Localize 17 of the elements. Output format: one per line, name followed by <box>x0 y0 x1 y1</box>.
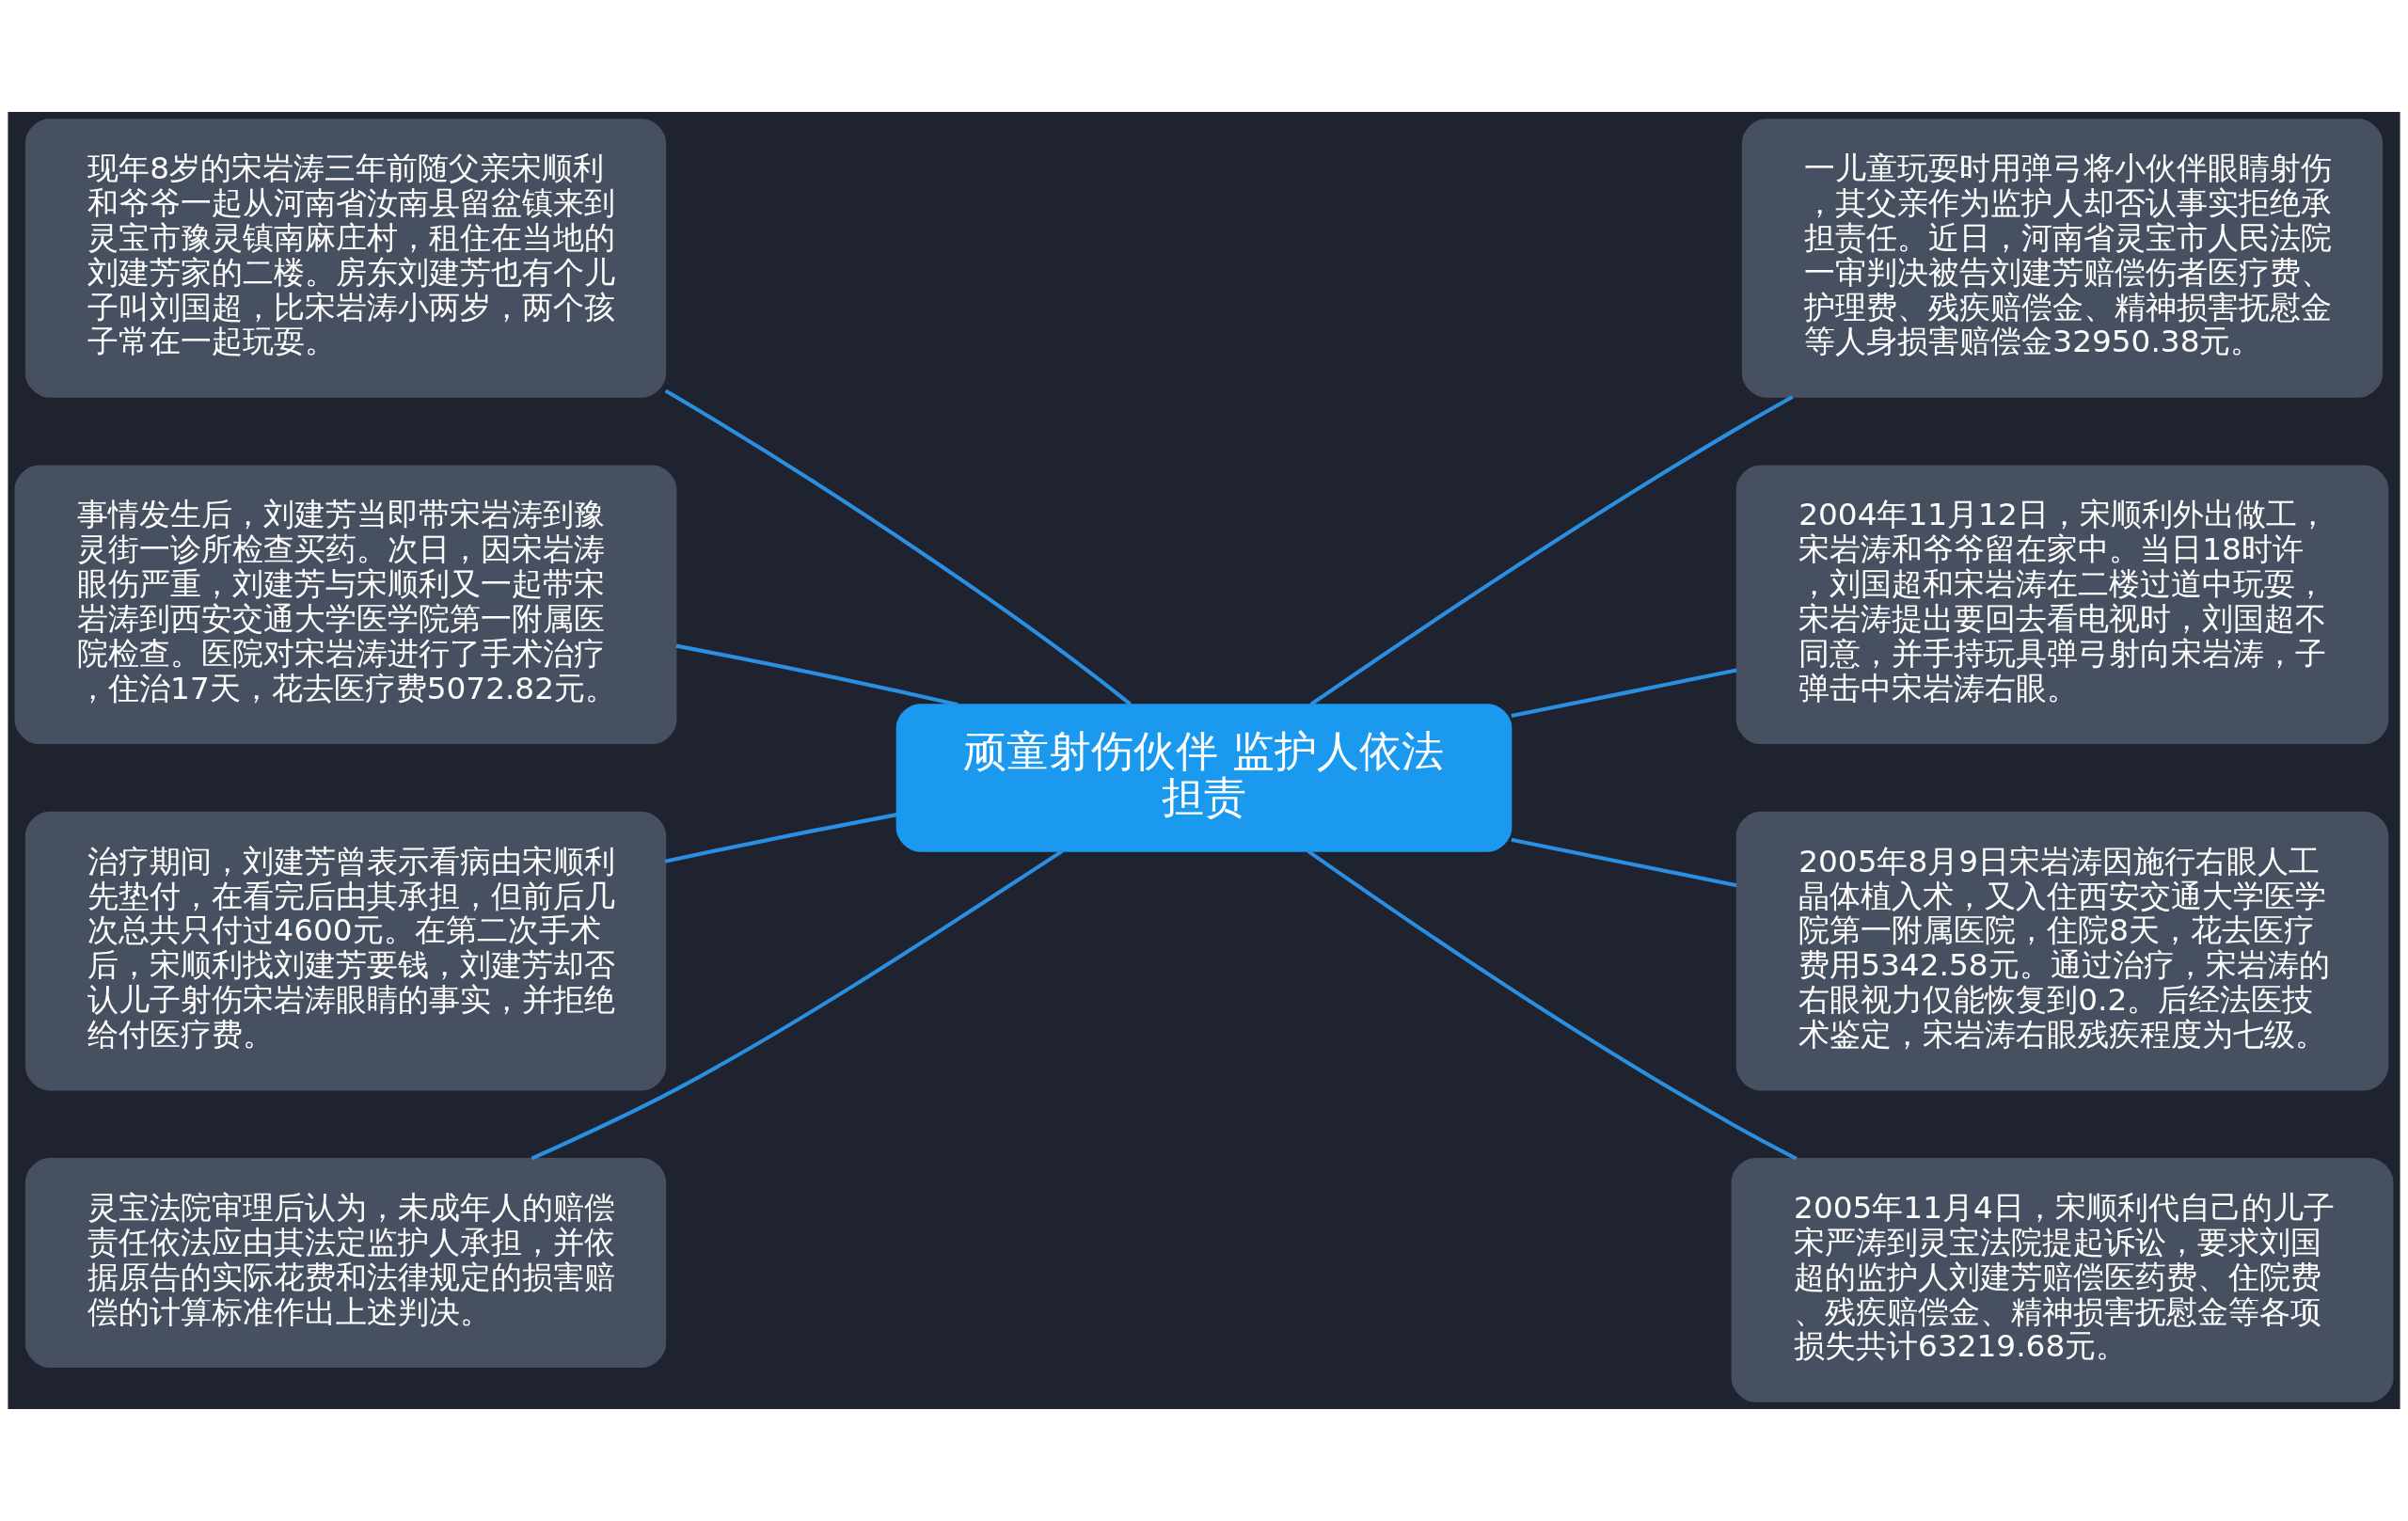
node-box: 2005年8月9日宋岩涛因施行右眼人工晶体植入术，又入住西安交通大学医学院第一附属医院，住院8天，花去医疗费用5342.58元。通过治疗，宋岩涛的右眼视力仅能恢复到0.2。后经法医技术鉴定，宋岩涛右眼残疾程度为七级。 <box>1735 811 2389 1091</box>
connector <box>675 643 958 706</box>
node-box: 治疗期间，刘建芳曾表示看病由宋顺利先垫付，在看完后由其承担，但前后几次总共只付过4600元。在第二次手术后，宋顺利找刘建芳要钱，刘建芳却否认儿子射伤宋岩涛眼睛的事实，并拒绝给付医疗费。 <box>24 811 667 1091</box>
node-box: 2004年11月12日，宋顺利外出做工，宋岩涛和爷爷留在家中。当日18时许，刘国超和宋岩涛在二楼过道中玩耍，宋岩涛提出要回去看电视时，刘国超不同意，并手持玩具弹弓射向宋岩涛，子弹击中宋岩涛右眼。 <box>1735 465 2389 745</box>
connector <box>1511 668 1737 719</box>
connector <box>531 849 1064 1161</box>
connector <box>1511 837 1737 888</box>
node-box: 2005年11月4日，宋顺利代自己的儿子宋严涛到灵宝法院提起诉讼，要求刘国超的监护人刘建芳赔偿医药费、住院费、残疾赔偿金、精神损害抚慰金等各项损失共计63219.68元。 <box>1731 1158 2394 1402</box>
connector <box>1307 849 1798 1161</box>
connector <box>664 813 897 863</box>
node-box: 事情发生后，刘建芳当即带宋岩涛到豫灵街一诊所检查买药。次日，因宋岩涛眼伤严重，刘建芳与宋顺利又一起带宋岩涛到西安交通大学医学院第一附属医院检查。医院对宋岩涛进行了手术治疗，住治17天，花去医疗费5072.82元。 <box>14 465 677 745</box>
connector <box>664 388 1132 706</box>
node-box: 现年8岁的宋岩涛三年前随父亲宋顺利和爷爷一起从河南省汝南县留盆镇来到灵宝市豫灵镇南麻庄村，租住在当地的刘建芳家的二楼。房东刘建芳也有个儿子叫刘国超，比宋岩涛小两岁，两个孩子常在一起玩耍。 <box>24 119 667 398</box>
node-box: 顽童射伤伙伴 监护人依法担责 <box>895 704 1513 852</box>
node-box: 灵宝法院审理后认为，未成年人的赔偿责任依法应由其法定监护人承担，并依据原告的实际花费和法律规定的损害赔偿的计算标准作出上述判决。 <box>24 1158 667 1368</box>
node-box: 一儿童玩耍时用弹弓将小伙伴眼睛射伤，其父亲作为监护人却否认事实拒绝承担责任。近日，河南省灵宝市人民法院一审判决被告刘建芳赔偿伤者医疗费、护理费、残疾赔偿金、精神损害抚慰金等人身损害赔偿金32950.38元。 <box>1741 119 2384 398</box>
connector <box>1309 395 1794 706</box>
